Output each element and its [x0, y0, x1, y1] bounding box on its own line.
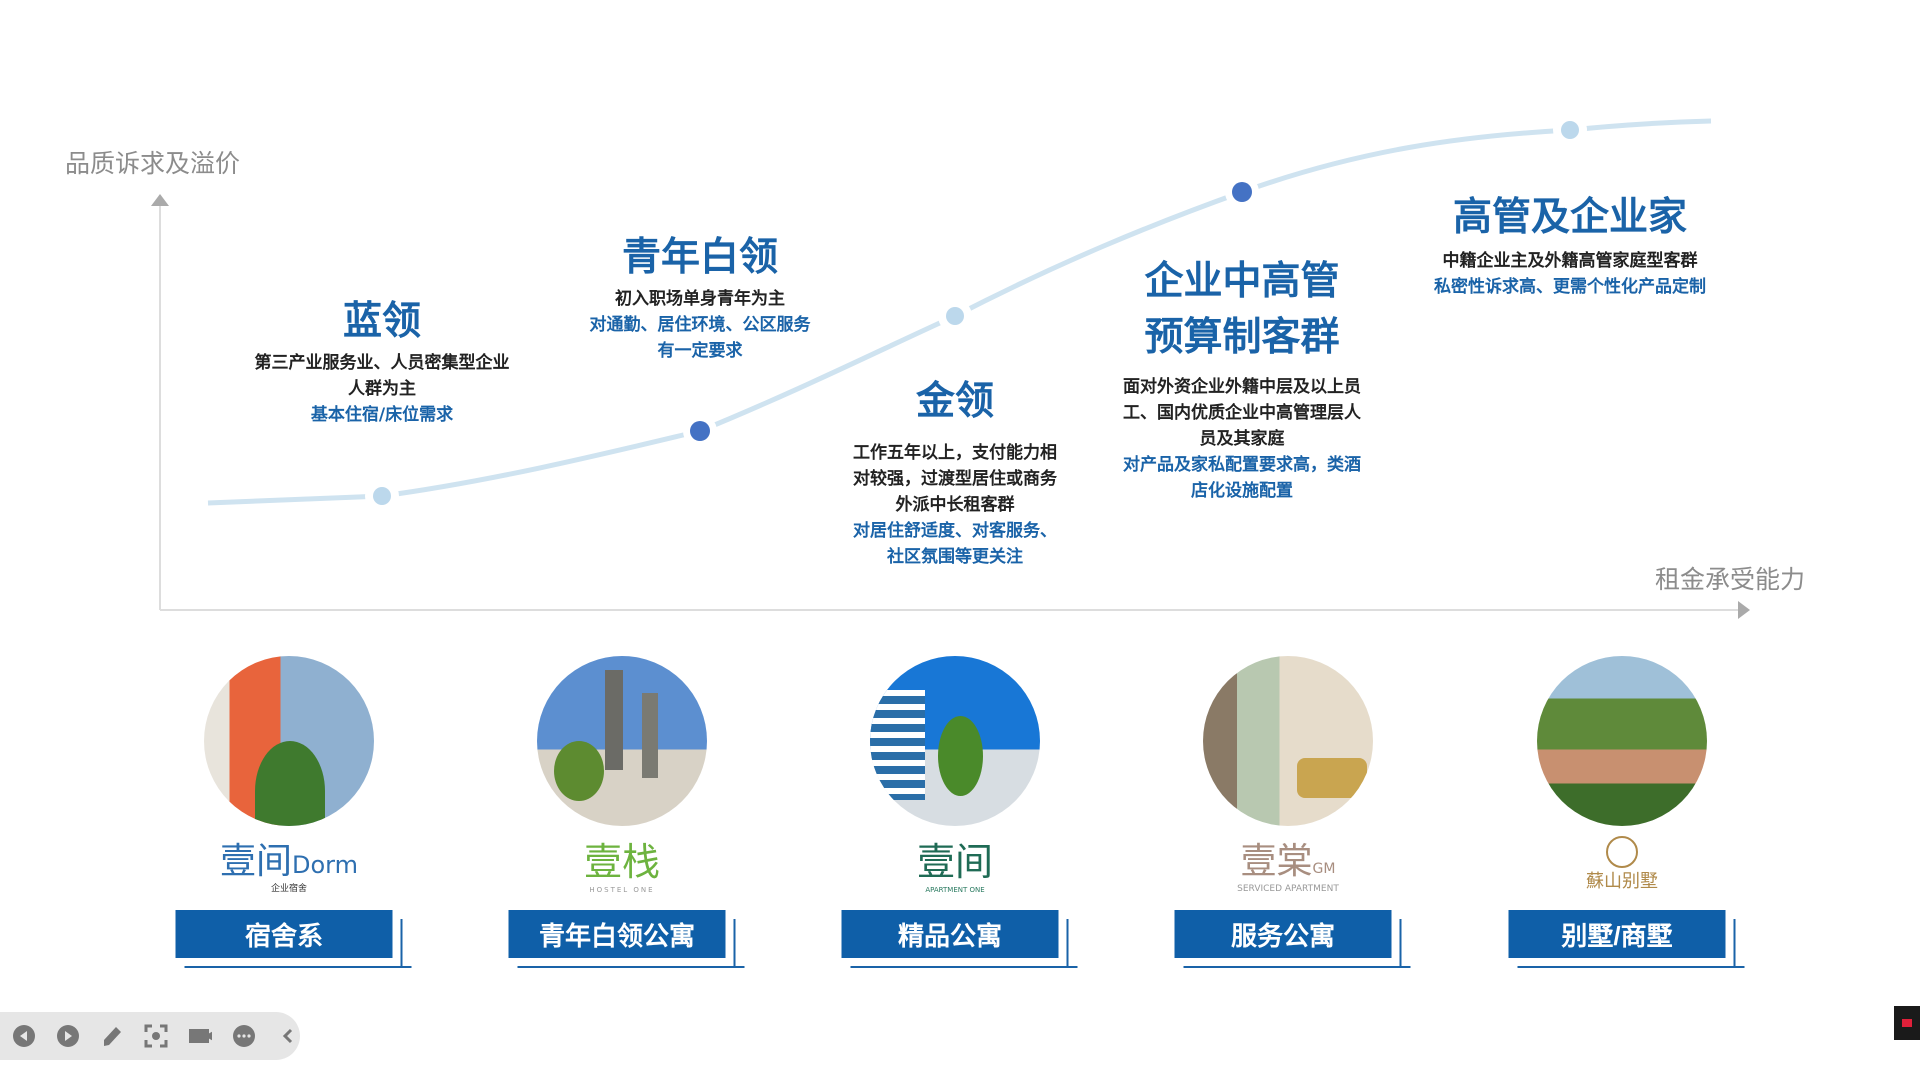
- segment-desc: 工作五年以上，支付能力相: [853, 443, 1057, 463]
- curve-dots: [365, 113, 1587, 513]
- segment-title: 金领: [915, 379, 994, 424]
- villa-emblem-icon: [1606, 836, 1638, 868]
- logo-apartment-tag: APARTMENT ONE: [925, 885, 985, 894]
- logo-serviced-sub: GM: [1312, 861, 1336, 877]
- segment-desc: 初入职场单身青年为主: [615, 289, 785, 309]
- segment-title: 青年白领: [621, 235, 778, 280]
- serviced-apartment-button[interactable]: 服务公寓: [1174, 910, 1392, 958]
- previous-slide-icon[interactable]: [12, 1024, 36, 1048]
- logo-dorm-name: 壹间: [219, 841, 293, 882]
- collapse-icon[interactable]: [276, 1024, 300, 1048]
- boutique-apartment-button[interactable]: 精品公寓: [841, 910, 1059, 958]
- segment-desc: 人群为主: [348, 379, 416, 399]
- x-axis-arrow: [1738, 601, 1750, 619]
- more-icon[interactable]: [232, 1024, 256, 1048]
- logo-hostel-name: 壹栈: [583, 840, 661, 884]
- screenshot-icon[interactable]: [144, 1024, 168, 1048]
- segment-highlight: 对通勤、居住环境、公区服务: [589, 315, 811, 335]
- logo-dorm-tag: 企业宿舍: [270, 883, 308, 894]
- segment-desc: 对较强，过渡型居住或商务: [853, 469, 1057, 489]
- segment-executive: 企业中高管 预算制客群 面对外资企业外籍中层及以上员 工、国内优质企业中高管理层…: [1123, 254, 1361, 504]
- photo-dorm: [204, 656, 374, 826]
- segment-title: 企业中高管: [1144, 259, 1340, 304]
- photo-serviced-apartment: [1203, 656, 1373, 826]
- x-axis-label: 租金承受能力: [1655, 565, 1806, 594]
- logo-serviced-apartment: 壹棠GM SERVICED APARTMENT: [1237, 842, 1339, 894]
- product-villa[interactable]: 别墅/商墅: [1508, 910, 1745, 968]
- segment-highlight: 社区氛围等更关注: [887, 547, 1023, 567]
- segment-title: 蓝领: [342, 299, 421, 344]
- youth-apartment-button[interactable]: 青年白领公寓: [508, 910, 726, 958]
- segment-desc: 工、国内优质企业中高管理层人: [1123, 403, 1361, 423]
- segment-highlight: 基本住宿/床位需求: [310, 405, 454, 425]
- segment-desc: 员及其家庭: [1199, 429, 1285, 449]
- camera-icon[interactable]: [188, 1024, 212, 1048]
- segment-highlight: 有一定要求: [657, 341, 743, 361]
- dot-young-white-collar: [690, 421, 710, 441]
- segment-highlight: 对产品及家私配置要求高，类酒: [1123, 455, 1361, 475]
- product-youth[interactable]: 青年白领公寓: [508, 910, 745, 968]
- segment-blue-collar: 蓝领 第三产业服务业、人员密集型企业 人群为主 基本住宿/床位需求: [255, 294, 510, 428]
- segment-desc: 第三产业服务业、人员密集型企业: [254, 353, 510, 373]
- segment-title: 高管及企业家: [1452, 195, 1687, 240]
- flag-icon[interactable]: [1894, 1006, 1920, 1040]
- product-serviced[interactable]: 服务公寓: [1174, 910, 1411, 968]
- logo-apartment-name: 壹间: [916, 840, 994, 884]
- photo-villa: [1537, 656, 1707, 826]
- logo-hostel-tag: HOSTEL ONE: [589, 885, 655, 894]
- villa-button[interactable]: 别墅/商墅: [1508, 910, 1726, 958]
- y-axis-label: 品质诉求及溢价: [65, 149, 241, 178]
- dot-blue-collar: [373, 487, 391, 505]
- logo-villa-name: 蘇山别墅: [1586, 871, 1658, 892]
- dot-executive: [1232, 182, 1252, 202]
- next-slide-icon[interactable]: [56, 1024, 80, 1048]
- segment-highlight: 对居住舒适度、对客服务、: [853, 521, 1057, 541]
- segment-entrepreneur: 高管及企业家 中籍企业主及外籍高管家庭型客群 私密性诉求高、更需个性化产品定制: [1434, 190, 1706, 300]
- logo-dorm-sub: Dorm: [292, 851, 359, 879]
- photo-youth-apartment: [537, 656, 707, 826]
- segment-title: 预算制客群: [1144, 315, 1340, 360]
- segment-gold-collar: 金领 工作五年以上，支付能力相 对较强，过渡型居住或商务 外派中长租客群 对居住…: [853, 374, 1057, 570]
- segment-desc: 面对外资企业外籍中层及以上员: [1123, 377, 1361, 397]
- segment-desc: 中籍企业主及外籍高管家庭型客群: [1442, 251, 1698, 271]
- segment-highlight: 店化设施配置: [1191, 481, 1293, 501]
- logo-serviced-tag: SERVICED APARTMENT: [1237, 883, 1339, 894]
- dot-entrepreneur: [1561, 121, 1579, 139]
- product-boutique[interactable]: 精品公寓: [841, 910, 1078, 968]
- segment-young-white-collar: 青年白领 初入职场单身青年为主 对通勤、居住环境、公区服务 有一定要求: [590, 230, 811, 364]
- dot-gold-collar: [946, 307, 964, 325]
- dorm-button[interactable]: 宿舍系: [175, 910, 393, 958]
- segment-highlight: 私密性诉求高、更需个性化产品定制: [1434, 277, 1706, 297]
- presentation-toolbar: [0, 1012, 300, 1060]
- y-axis-arrow: [151, 194, 169, 206]
- logo-villa: 蘇山别墅: [1586, 836, 1658, 892]
- pen-icon[interactable]: [100, 1024, 124, 1048]
- product-dorm[interactable]: 宿舍系: [175, 910, 412, 968]
- logo-serviced-name: 壹棠: [1240, 841, 1313, 882]
- logo-dorm: 壹间Dorm 企业宿舍: [220, 842, 358, 894]
- segment-desc: 外派中长租客群: [895, 495, 1015, 515]
- photo-boutique-apartment: [870, 656, 1040, 826]
